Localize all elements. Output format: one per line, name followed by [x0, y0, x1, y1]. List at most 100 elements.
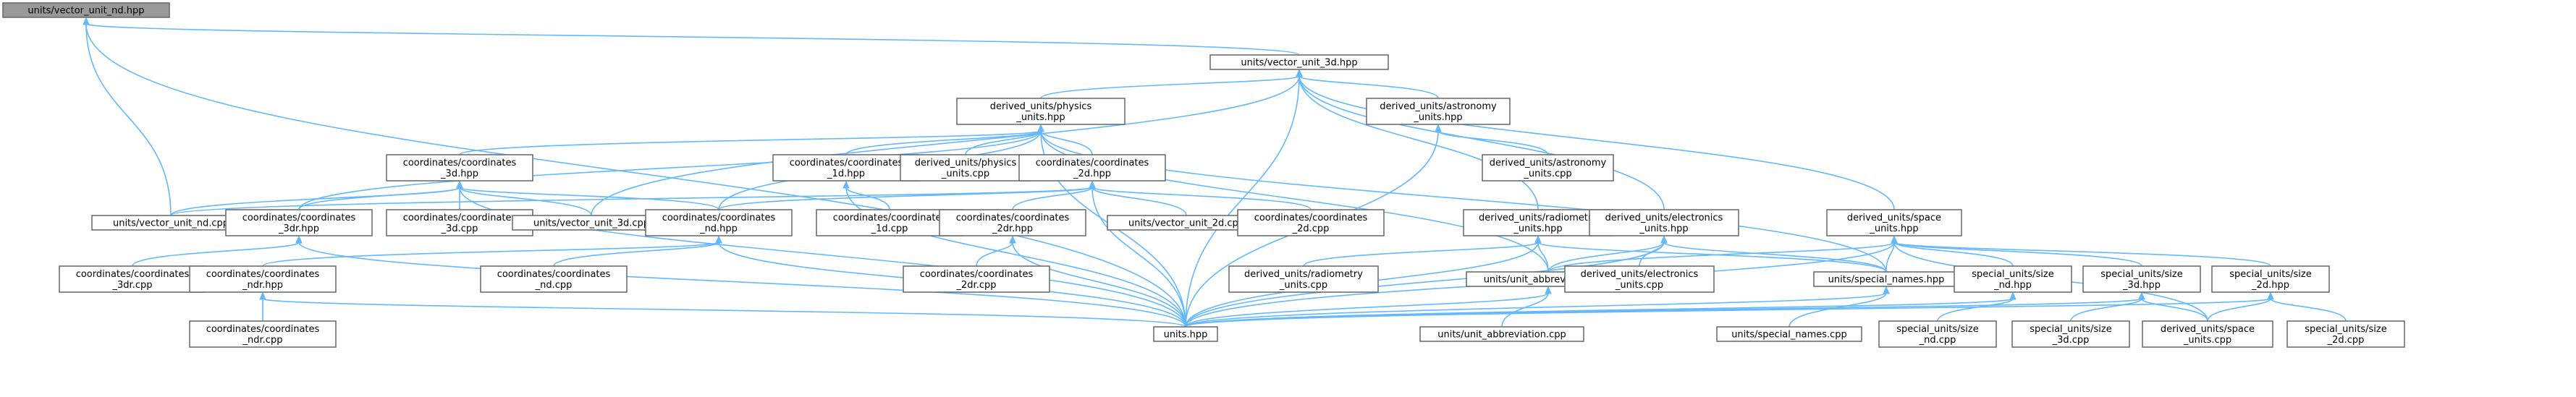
node-s2d[interactable]: special_units/size_2d.hpp [2211, 265, 2330, 293]
node-c1d[interactable]: coordinates/coordinates_1d.hpp [772, 154, 920, 182]
node-c3d[interactable]: coordinates/coordinates_3d.hpp [386, 154, 533, 182]
node-box [1366, 98, 1511, 125]
node-snd[interactable]: special_units/size_nd.hpp [1954, 265, 2072, 293]
edge-abbr-units [1185, 286, 1552, 328]
node-label: _2d.hpp [1073, 168, 1111, 179]
edge-c2dr-units [1009, 235, 1186, 328]
edge-s2d-units [1185, 291, 2274, 328]
edge-arrowhead [456, 180, 463, 189]
node-box [816, 209, 963, 236]
node-astro[interactable]: derived_units/astronomy_units.hpp [1366, 98, 1511, 125]
node-special[interactable]: units/special_names.hpp [1813, 271, 1959, 287]
node-elec_cpp[interactable]: derived_units/electronics_units.cpp [1564, 265, 1715, 293]
node-label: _nd.hpp [699, 223, 738, 234]
edge-c2d-units [1089, 180, 1186, 328]
edge-arrowhead [1089, 180, 1096, 189]
node-s3d[interactable]: special_units/size_3d.hpp [2082, 265, 2201, 293]
node-phys_cpp[interactable]: derived_units/physics_units.cpp [900, 154, 1031, 182]
node-c2d[interactable]: coordinates/coordinates_2d.hpp [1018, 154, 1166, 182]
node-c3dr[interactable]: coordinates/coordinates_3dr.hpp [225, 209, 373, 236]
node-label: _units.hpp [1015, 112, 1065, 123]
node-special_cpp[interactable]: units/special_names.cpp [1716, 326, 1862, 342]
node-cndr[interactable]: coordinates/coordinates_ndr.hpp [189, 265, 337, 293]
node-v3d[interactable]: units/vector_unit_3d.hpp [1209, 54, 1389, 70]
node-radio_cpp[interactable]: derived_units/radiometry_units.cpp [1228, 265, 1379, 293]
node-c3dr_cpp[interactable]: coordinates/coordinates_3dr.cpp [59, 265, 206, 293]
node-box [956, 98, 1126, 125]
edge-line [298, 187, 460, 210]
node-snd_cpp[interactable]: special_units/size_nd.cpp [1878, 320, 1997, 348]
node-label: _nd.cpp [1919, 335, 1956, 346]
node-label: _units.hpp [1513, 223, 1562, 234]
node-phys[interactable]: derived_units/physics_units.hpp [956, 98, 1126, 125]
node-label: _3d.cpp [441, 223, 478, 234]
node-label: _1d.hpp [827, 168, 865, 179]
node-label: coordinates/coordinates [403, 213, 517, 223]
edge-line [1040, 75, 1300, 99]
node-vnd_cpp[interactable]: units/vector_unit_nd.cpp [91, 215, 250, 231]
edge-line [553, 242, 719, 267]
edge-c3d-units [456, 180, 1186, 328]
node-cndr_cpp[interactable]: coordinates/coordinates_ndr.cpp [189, 320, 337, 348]
edge-line [2070, 298, 2142, 322]
edge-line [1298, 75, 1539, 210]
node-c2dr[interactable]: coordinates/coordinates_2dr.hpp [939, 209, 1086, 236]
node-s3d_cpp[interactable]: special_units/size_3d.cpp [2011, 320, 2130, 348]
node-box [645, 209, 793, 236]
node-box [1589, 209, 1739, 236]
node-units[interactable]: units.hpp [1153, 326, 1218, 342]
node-c1d_cpp[interactable]: coordinates/coordinates_1d.cpp [816, 209, 963, 236]
edge-line [459, 130, 1042, 155]
node-box [2142, 320, 2273, 348]
node-label: special_units/size [2100, 269, 2182, 280]
node-label: _nd.hpp [1993, 280, 2032, 291]
edge-line [845, 130, 1042, 155]
node-box [1878, 320, 1997, 348]
node-label: coordinates/coordinates [1254, 213, 1368, 223]
edge-cnd-cndr [262, 235, 722, 267]
edge-c2d-cnd [718, 180, 1096, 210]
node-box [2211, 265, 2330, 293]
node-label: derived_units/electronics [1605, 213, 1723, 223]
edge-line [1185, 292, 1549, 328]
node-box [939, 209, 1086, 236]
node-c2d_cpp[interactable]: coordinates/coordinates_2d.cpp [1237, 209, 1385, 236]
node-v2d_cpp[interactable]: units/vector_unit_2d.cpp [1107, 215, 1266, 231]
node-astro_cpp[interactable]: derived_units/astronomy_units.cpp [1482, 154, 1614, 182]
edge-arrowhead [1534, 235, 1542, 244]
node-label: _3d.hpp [440, 168, 478, 179]
edge-arrowhead [1891, 235, 1898, 244]
node-v3d_cpp[interactable]: units/vector_unit_3d.cpp [512, 215, 671, 231]
edge-v3d-phys [1040, 69, 1303, 99]
edge-line [1185, 298, 2271, 328]
node-cnd_cpp[interactable]: coordinates/coordinates_nd.cpp [480, 265, 628, 293]
node-box [1564, 265, 1715, 293]
node-label: coordinates/coordinates [403, 158, 517, 168]
node-label: derived_units/electronics [1581, 269, 1699, 280]
node-label: _2dr.cpp [956, 280, 997, 291]
edge-line [1893, 242, 2142, 267]
node-label: special_units/size [2030, 324, 2111, 335]
node-label: coordinates/coordinates [206, 324, 320, 335]
edge-line [85, 23, 1300, 56]
node-cnd[interactable]: coordinates/coordinates_nd.hpp [645, 209, 793, 236]
node-root[interactable]: units/vector_unit_nd.hpp [2, 2, 170, 18]
node-box [2, 2, 170, 18]
node-label: coordinates/coordinates [242, 213, 356, 223]
edge-s2d-space_cpp [2207, 291, 2274, 322]
node-radio[interactable]: derived_units/radiometry_units.hpp [1463, 209, 1613, 236]
node-label: derived_units/physics [915, 158, 1017, 168]
node-layer: units/vector_unit_nd.hpp units/vector_uni… [2, 2, 2405, 348]
node-box [900, 154, 1031, 182]
edge-line [1091, 187, 1187, 216]
node-s2d_cpp[interactable]: special_units/size_2d.cpp [2286, 320, 2405, 348]
node-space[interactable]: derived_units/space_units.hpp [1826, 209, 1962, 236]
edge-v3d-radio [1296, 69, 1539, 210]
node-space_cpp[interactable]: derived_units/space_units.cpp [2142, 320, 2273, 348]
node-c2dr_cpp[interactable]: coordinates/coordinates_2dr.cpp [903, 265, 1050, 293]
node-c3d_cpp[interactable]: coordinates/coordinates_3d.cpp [386, 209, 533, 236]
node-elec[interactable]: derived_units/electronics_units.hpp [1589, 209, 1739, 236]
node-label: coordinates/coordinates [662, 213, 776, 223]
node-abbr_cpp[interactable]: units/unit_abbreviation.cpp [1419, 326, 1584, 342]
